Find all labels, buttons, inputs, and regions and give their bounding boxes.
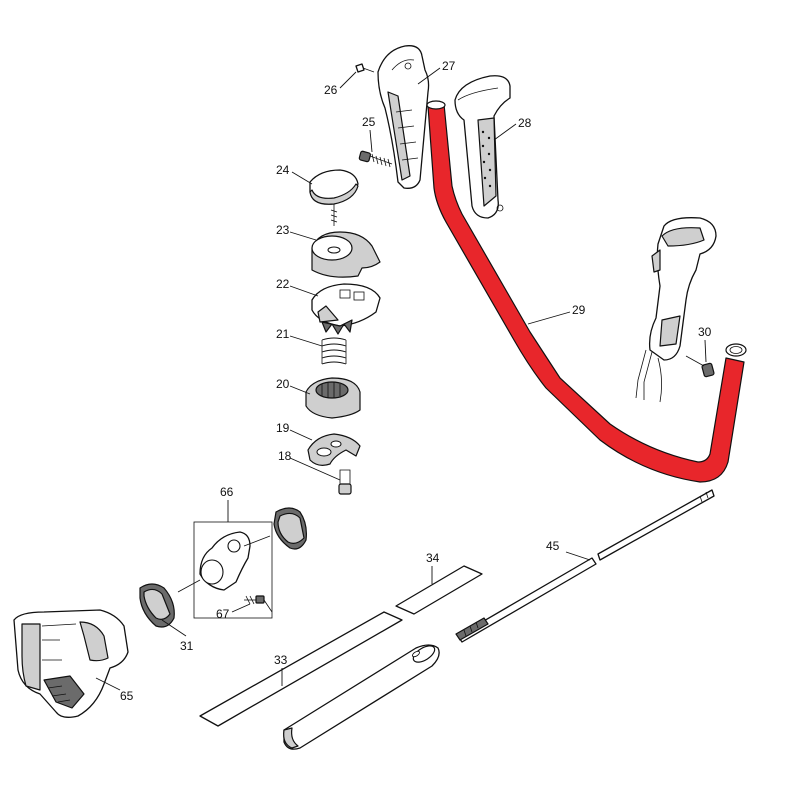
part-28-grip bbox=[454, 75, 511, 219]
part-65-housing bbox=[13, 609, 129, 718]
part-19-bracket bbox=[307, 433, 361, 466]
part-21-spring bbox=[321, 337, 347, 365]
label-27: 27 bbox=[442, 59, 456, 73]
handle-tube-red bbox=[427, 103, 745, 483]
part-24-knob bbox=[309, 169, 359, 226]
part-29-handle-tube bbox=[426, 100, 747, 483]
label-66: 66 bbox=[220, 485, 234, 499]
part-66-pad-right bbox=[273, 507, 307, 550]
part-number-labels: 26 25 27 28 24 23 22 21 20 19 18 29 30 6… bbox=[120, 59, 712, 703]
label-30: 30 bbox=[698, 325, 712, 339]
part-30-trigger-handle bbox=[635, 217, 717, 403]
label-25: 25 bbox=[362, 115, 376, 129]
part-22-clamp-teeth bbox=[311, 283, 381, 335]
grip-dots bbox=[481, 130, 492, 188]
label-19: 19 bbox=[276, 421, 290, 435]
tube-end-top bbox=[426, 100, 446, 110]
label-22: 22 bbox=[276, 277, 290, 291]
part-45-drive-shaft bbox=[455, 489, 715, 643]
label-23: 23 bbox=[276, 223, 290, 237]
label-67: 67 bbox=[216, 607, 230, 621]
part-66-group bbox=[193, 521, 273, 619]
part-34-label bbox=[395, 565, 483, 615]
label-21: 21 bbox=[276, 327, 290, 341]
label-24: 24 bbox=[276, 163, 290, 177]
label-20: 20 bbox=[276, 377, 290, 391]
tube-end-right bbox=[725, 343, 747, 357]
label-18: 18 bbox=[278, 449, 292, 463]
part-18-bolt bbox=[338, 469, 352, 495]
label-29: 29 bbox=[572, 303, 586, 317]
label-65: 65 bbox=[120, 689, 134, 703]
part-31-pad bbox=[139, 583, 175, 628]
label-28: 28 bbox=[518, 116, 532, 130]
label-45: 45 bbox=[546, 539, 560, 553]
label-31: 31 bbox=[180, 639, 194, 653]
leader-lines bbox=[95, 67, 707, 691]
part-25-screw bbox=[358, 150, 393, 168]
connector-lines bbox=[177, 535, 273, 613]
lower-shaft-tube bbox=[283, 644, 440, 750]
part-23-clamp-top bbox=[311, 231, 381, 278]
label-26: 26 bbox=[324, 83, 338, 97]
part-27-grip-half bbox=[377, 45, 430, 189]
label-33: 33 bbox=[274, 653, 288, 667]
part-20-collar bbox=[305, 377, 361, 419]
part-26-screw bbox=[355, 63, 375, 73]
part-33-label-strip bbox=[199, 611, 403, 727]
label-34: 34 bbox=[426, 551, 440, 565]
